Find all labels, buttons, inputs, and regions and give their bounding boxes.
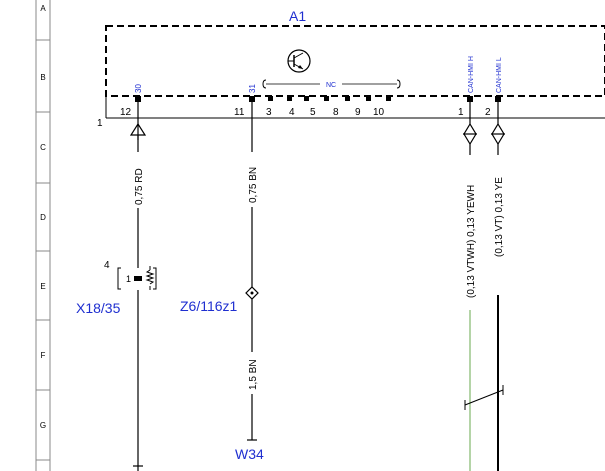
pin-number-2: 2 [485, 107, 491, 118]
row-index-frame: A B C D E F G [35, 0, 51, 471]
wire-label-can-h: (0,13 VTWH) 0,13 YEWH [466, 185, 477, 298]
w34-label: W34 [235, 446, 264, 462]
row-label-b: B [40, 73, 45, 82]
pin-contacts [135, 96, 501, 102]
pin-number-4: 4 [289, 107, 295, 118]
connector-id: 1 [97, 118, 103, 129]
wire-label-can-l: (0,13 VT) 0,13 YE [494, 177, 505, 257]
pin-number-12: 12 [120, 107, 132, 118]
pin-number-10: 10 [373, 107, 385, 118]
pin-number-9: 9 [355, 107, 361, 118]
wire-can-h: (0,13 VTWH) 0,13 YEWH [463, 102, 477, 471]
pin-number-3: 3 [266, 107, 272, 118]
x18-label: X18/35 [76, 300, 121, 316]
x18-pin-inner: 1 [126, 274, 131, 284]
wire-pin-12: 0,75 RD [129, 102, 147, 471]
row-label-c: C [40, 143, 46, 152]
pin-signal-30: 30 [134, 84, 143, 93]
component-x18-35: 4 1 X18/35 [76, 260, 157, 316]
pin-number-5: 5 [310, 107, 316, 118]
z6-label: Z6/116z1 [180, 298, 238, 314]
wire-pin-11: 0,75 BN 1,5 BN [245, 102, 259, 441]
resistor-icon [145, 269, 155, 285]
pin-signal-31: 31 [248, 84, 257, 93]
pin-number-8: 8 [333, 107, 339, 118]
pin-number-1: 1 [458, 107, 464, 118]
pin-signal-can-h: CAN-HMI H [468, 56, 475, 93]
module-label: A1 [289, 8, 306, 24]
wire-label-rd: 0,75 RD [134, 168, 145, 205]
row-label-g: G [40, 421, 46, 430]
wire-label-bn-075: 0,75 BN [248, 167, 259, 203]
row-label-f: F [41, 351, 46, 360]
row-label-d: D [40, 213, 46, 222]
twisted-pair-marker [464, 385, 504, 410]
pin-signal-can-l: CAN-HMI L [496, 57, 503, 93]
transistor-symbol-icon [287, 49, 311, 73]
row-label-e: E [40, 282, 45, 291]
row-label-a: A [40, 4, 46, 13]
pin-number-11: 11 [234, 107, 245, 118]
x18-pin-outer: 4 [104, 260, 110, 271]
module-a1: A1 1 NC 30 31 CAN-HMI H CAN-HMI L [97, 8, 605, 129]
nc-label: NC [326, 82, 336, 89]
wire-label-bn-15: 1,5 BN [248, 359, 259, 390]
wire-can-l: (0,13 VT) 0,13 YE [491, 102, 505, 471]
